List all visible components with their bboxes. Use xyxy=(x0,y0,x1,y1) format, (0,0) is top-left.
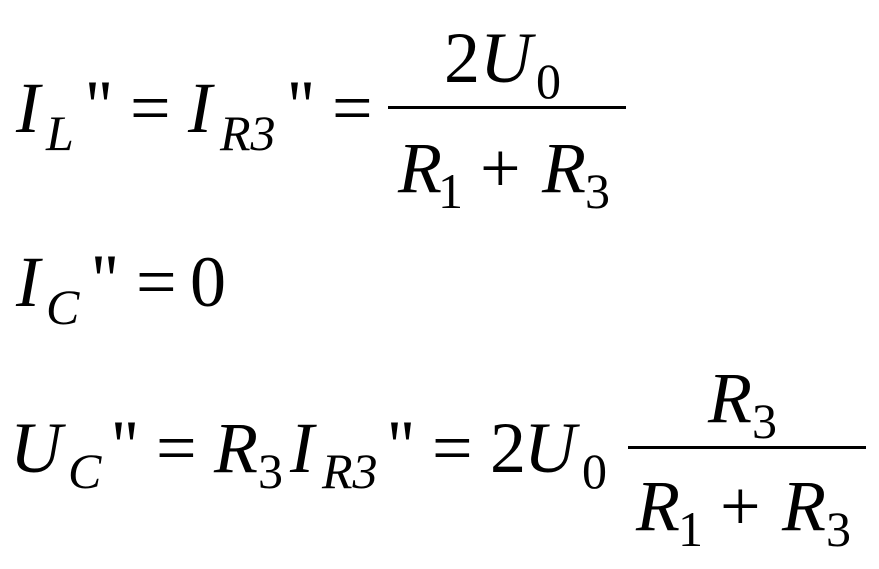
current-symbol: I xyxy=(188,68,212,148)
resistance-symbol: R xyxy=(214,408,258,488)
subscript-1: 1 xyxy=(678,501,703,557)
double-prime: '' xyxy=(112,406,138,486)
double-prime: '' xyxy=(92,240,118,320)
subscript-0: 0 xyxy=(582,443,607,499)
equals-sign: = xyxy=(156,408,197,488)
voltage-symbol: U xyxy=(10,408,62,488)
zero-value: 0 xyxy=(190,242,226,322)
subscript-1: 1 xyxy=(438,163,463,219)
subscript-3: 3 xyxy=(752,393,777,449)
coefficient-2: 2 xyxy=(490,408,526,488)
subscript-0: 0 xyxy=(536,53,561,109)
subscript-3: 3 xyxy=(585,163,610,219)
plus-sign: + xyxy=(720,466,761,546)
subscript-R3: R3 xyxy=(220,105,276,161)
equals-sign: = xyxy=(130,68,171,148)
numerator-coefficient: 2 xyxy=(444,18,480,98)
current-symbol: I xyxy=(290,408,314,488)
resistance-symbol: R xyxy=(782,466,826,546)
fraction-bar xyxy=(388,106,626,109)
voltage-symbol: U xyxy=(480,18,532,98)
current-symbol: I xyxy=(16,242,40,322)
double-prime: '' xyxy=(388,406,414,486)
resistance-symbol: R xyxy=(398,128,442,208)
equals-sign: = xyxy=(432,408,473,488)
fraction-bar xyxy=(628,446,866,449)
equals-sign: = xyxy=(332,68,373,148)
subscript-R3: R3 xyxy=(322,443,378,499)
resistance-symbol: R xyxy=(636,466,680,546)
subscript-3: 3 xyxy=(826,501,851,557)
resistance-symbol: R xyxy=(542,128,586,208)
plus-sign: + xyxy=(480,128,521,208)
current-symbol: I xyxy=(16,68,40,148)
equals-sign: = xyxy=(136,242,177,322)
subscript-C: C xyxy=(68,443,102,499)
subscript-3: 3 xyxy=(258,443,283,499)
subscript-L: L xyxy=(46,105,74,161)
double-prime: '' xyxy=(288,66,314,146)
resistance-symbol: R xyxy=(708,358,752,438)
subscript-C: C xyxy=(46,279,80,335)
voltage-symbol: U xyxy=(524,408,576,488)
double-prime: '' xyxy=(86,66,112,146)
